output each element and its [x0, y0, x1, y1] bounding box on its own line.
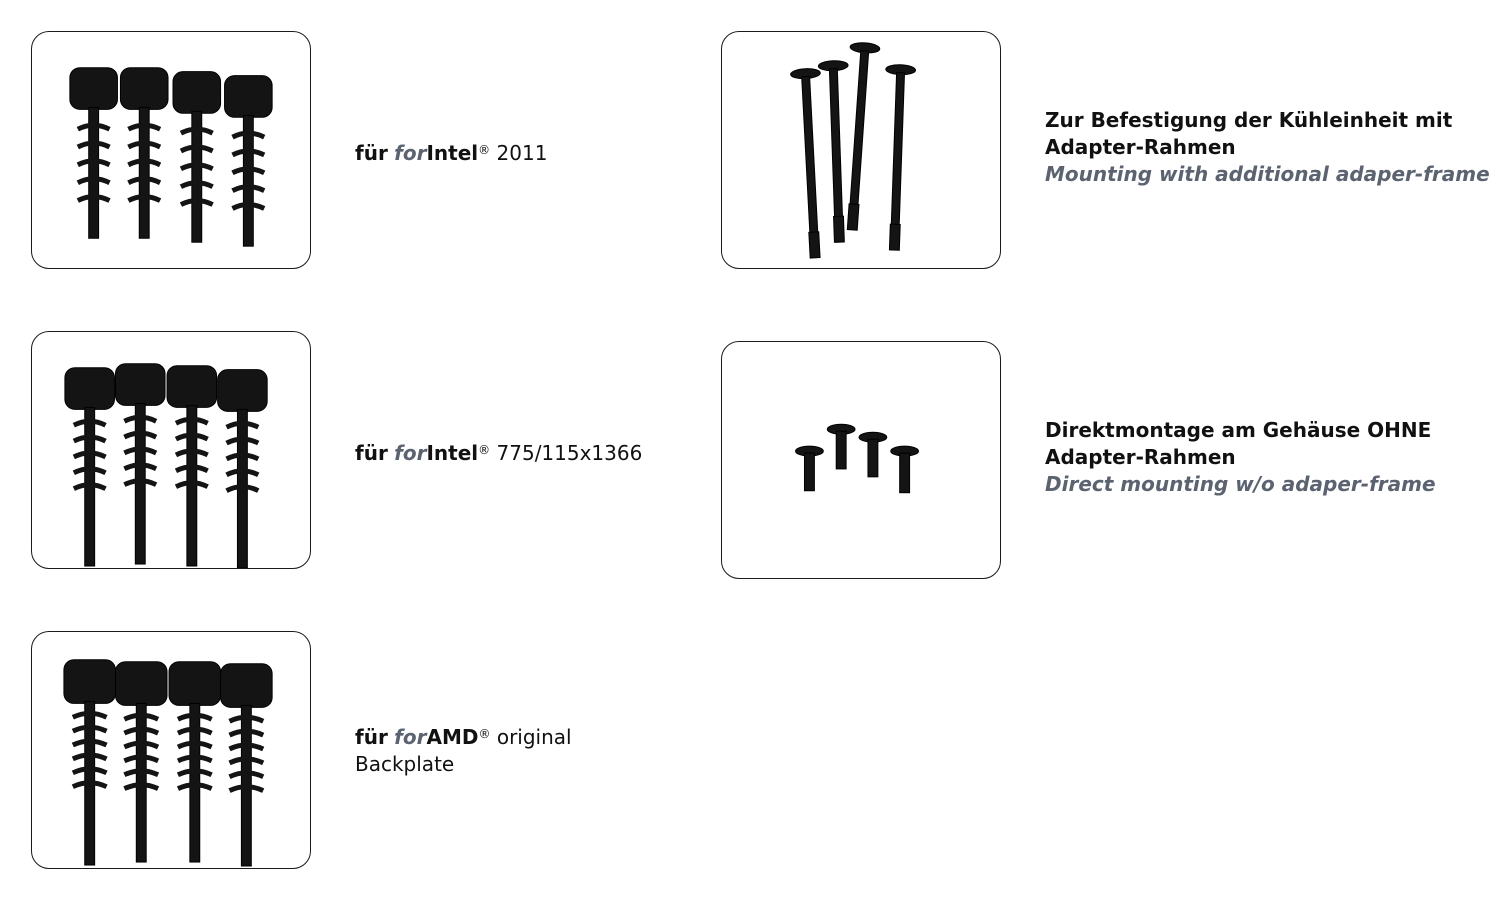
short-screws-image [795, 423, 920, 494]
caption-intel-2011: für forIntel® 2011 [355, 137, 547, 167]
label-socket: 2011 [490, 141, 548, 165]
label-brand: Intel [426, 441, 479, 465]
caption-amd: für forAMD® original Backplate [355, 721, 572, 778]
long-screws-image [790, 42, 917, 259]
label-backplate: Backplate [355, 752, 455, 776]
label-socket: 775/115x1366 [490, 441, 643, 465]
caption-direct-mounting: Direktmontage am Gehäuse OHNE Adapter-Ra… [1045, 417, 1436, 498]
image-card-short-screws [721, 341, 1001, 579]
image-card-intel-775 [31, 331, 311, 569]
german-line-2: Adapter-Rahmen [1045, 135, 1236, 159]
english-caption: Direct mounting w/o adaper-frame [1045, 472, 1436, 496]
label-brand: Intel [426, 141, 479, 165]
german-line-1: Zur Befestigung der Kühleinheit mit [1045, 108, 1453, 132]
caption-adapter-frame: Zur Befestigung der Kühleinheit mit Adap… [1045, 107, 1490, 188]
german-line-2: Adapter-Rahmen [1045, 445, 1236, 469]
spring-screws-image [69, 67, 273, 247]
label-for: for [394, 725, 427, 749]
image-card-intel-2011 [31, 31, 311, 269]
label-fuer: für [355, 441, 388, 465]
label-registered: ® [478, 443, 491, 457]
label-fuer: für [355, 725, 388, 749]
image-card-amd [31, 631, 311, 869]
spring-screws-image [64, 363, 268, 568]
label-socket: original [490, 725, 572, 749]
spring-screws-image [63, 659, 273, 867]
caption-intel-775: für forIntel® 775/115x1366 [355, 437, 642, 467]
english-caption: Mounting with additional adaper-frame [1045, 162, 1490, 186]
label-fuer: für [355, 141, 388, 165]
label-for: for [394, 441, 427, 465]
image-card-long-screws [721, 31, 1001, 269]
label-registered: ® [478, 143, 491, 157]
label-registered: ® [478, 727, 491, 741]
german-line-1: Direktmontage am Gehäuse OHNE [1045, 418, 1432, 442]
label-for: for [394, 141, 427, 165]
label-brand: AMD [426, 725, 479, 749]
